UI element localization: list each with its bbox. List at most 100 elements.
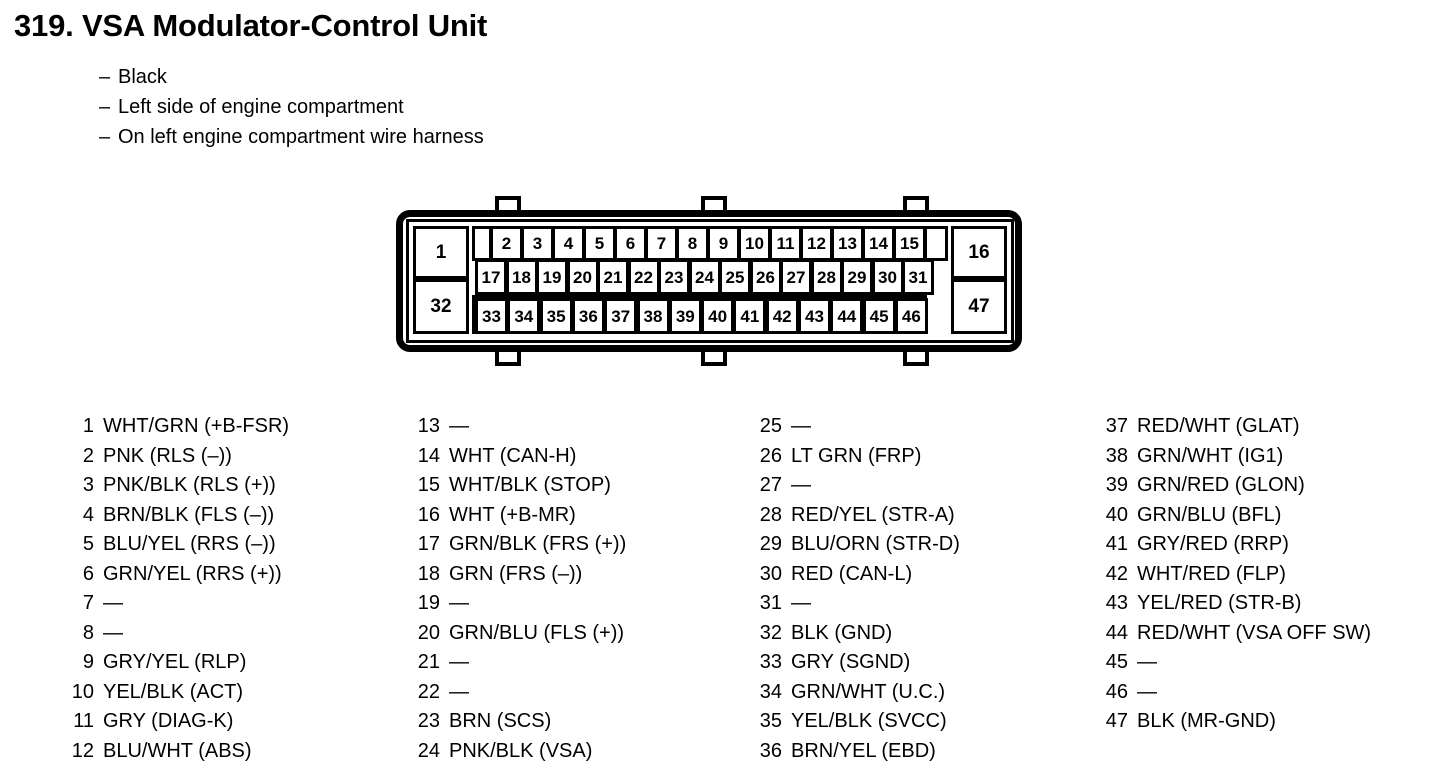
connector-pin-37: 37 (604, 298, 638, 334)
connector-pin-25: 25 (719, 259, 751, 295)
pin-row: 27— (752, 471, 960, 501)
connector-pin-15: 15 (893, 226, 926, 261)
pin-label: GRN/WHT (U.C.) (791, 680, 946, 703)
connector-pin-3: 3 (521, 226, 554, 261)
connector-pin-40: 40 (701, 298, 735, 334)
connector-pin-31: 31 (902, 259, 934, 295)
pin-label: BLK (GND) (791, 621, 893, 644)
pin-number: 2 (82, 444, 94, 467)
pin-number: 20 (417, 621, 440, 644)
pin-number: 17 (417, 533, 440, 555)
connector-pin-39: 39 (668, 298, 702, 334)
pin-number: 40 (1105, 503, 1128, 526)
pin-label: BRN/BLK (FLS (–)) (103, 503, 275, 526)
pin-row: 8— (64, 619, 289, 649)
pin-label: — (449, 415, 469, 437)
subtitle-line: –Black (99, 62, 484, 92)
pin-number: 32 (759, 621, 782, 644)
pin-label: GRN/WHT (IG1) (1137, 444, 1284, 467)
pin-label: BRN (SCS) (449, 710, 552, 732)
pin-label: — (791, 474, 811, 496)
connector-pin-33: 33 (475, 298, 508, 334)
pin-number: 28 (759, 503, 782, 526)
pin-label: RED (CAN-L) (791, 562, 913, 585)
pin-row: 46— (1098, 678, 1371, 708)
pin-label: GRN (FRS (–)) (449, 562, 583, 585)
pin-number: 7 (82, 592, 94, 614)
pin-number: 16 (417, 503, 440, 526)
connector-pin-36: 36 (571, 298, 605, 334)
pin-label: RED/WHT (VSA OFF SW) (1137, 621, 1372, 644)
pin-label: — (791, 415, 811, 437)
pin-row: 25— (752, 412, 960, 442)
subtitle-line: –Left side of engine compartment (99, 92, 484, 122)
bullet-dash-icon: – (99, 126, 111, 148)
pin-label: PNK/BLK (VSA) (449, 739, 593, 762)
connector-pin-13: 13 (831, 226, 864, 261)
pin-row: 19— (410, 589, 626, 619)
pin-number: 39 (1105, 474, 1128, 496)
connector-pin-16: 16 (951, 226, 1007, 279)
connector-pin-26: 26 (749, 259, 782, 295)
connector-pin-28: 28 (810, 259, 843, 295)
pin-number: 35 (759, 710, 782, 732)
locking-tab-bottom-right-icon (903, 348, 929, 366)
pin-number: 8 (82, 621, 94, 644)
locking-tab-top-right-icon (903, 196, 929, 214)
pin-row: 38 GRN/WHT (IG1) (1098, 442, 1371, 472)
connector-pin-17: 17 (475, 259, 507, 295)
pin-label: GRN/RED (GLON) (1137, 474, 1305, 496)
subtitle-text: Black (118, 66, 167, 88)
connector-pin-12: 12 (800, 226, 833, 261)
subtitle-text: On left engine compartment wire harness (118, 126, 484, 148)
pin-number: 36 (759, 739, 782, 762)
pin-label: — (103, 592, 123, 614)
connector-pin-21: 21 (597, 259, 629, 295)
locking-tab-top-center-icon (701, 196, 727, 214)
pin-number: 37 (1105, 415, 1128, 437)
blank-cell-left (472, 226, 492, 261)
pin-label: — (449, 592, 469, 614)
pin-label: GRY/YEL (RLP) (103, 651, 247, 673)
pin-number: 42 (1105, 562, 1128, 585)
connector-pin-22: 22 (627, 259, 660, 295)
pin-number: 47 (1105, 710, 1128, 732)
pin-label: RED/WHT (GLAT) (1137, 415, 1300, 437)
pin-number: 29 (759, 533, 782, 555)
pin-label: WHT (CAN-H) (449, 444, 577, 467)
pin-number: 12 (71, 739, 94, 762)
connector-pin-41: 41 (733, 298, 767, 334)
pin-row: 21— (410, 648, 626, 678)
connector-pin-38: 38 (636, 298, 670, 334)
connector-pin-4: 4 (552, 226, 585, 261)
connector-pin-10: 10 (738, 226, 771, 261)
connector-pin-44: 44 (830, 298, 864, 334)
connector-pin-1: 1 (413, 226, 469, 279)
subtitle-text: Left side of engine compartment (118, 96, 404, 118)
bullet-dash-icon: – (99, 66, 111, 88)
pin-label: BRN/YEL (EBD) (791, 739, 936, 762)
pin-number: 6 (82, 562, 94, 585)
pin-row: 13— (410, 412, 626, 442)
pin-row: 22— (410, 678, 626, 708)
connector-pin-19: 19 (536, 259, 568, 295)
pin-number: 38 (1105, 444, 1128, 467)
connector-pin-29: 29 (841, 259, 873, 295)
